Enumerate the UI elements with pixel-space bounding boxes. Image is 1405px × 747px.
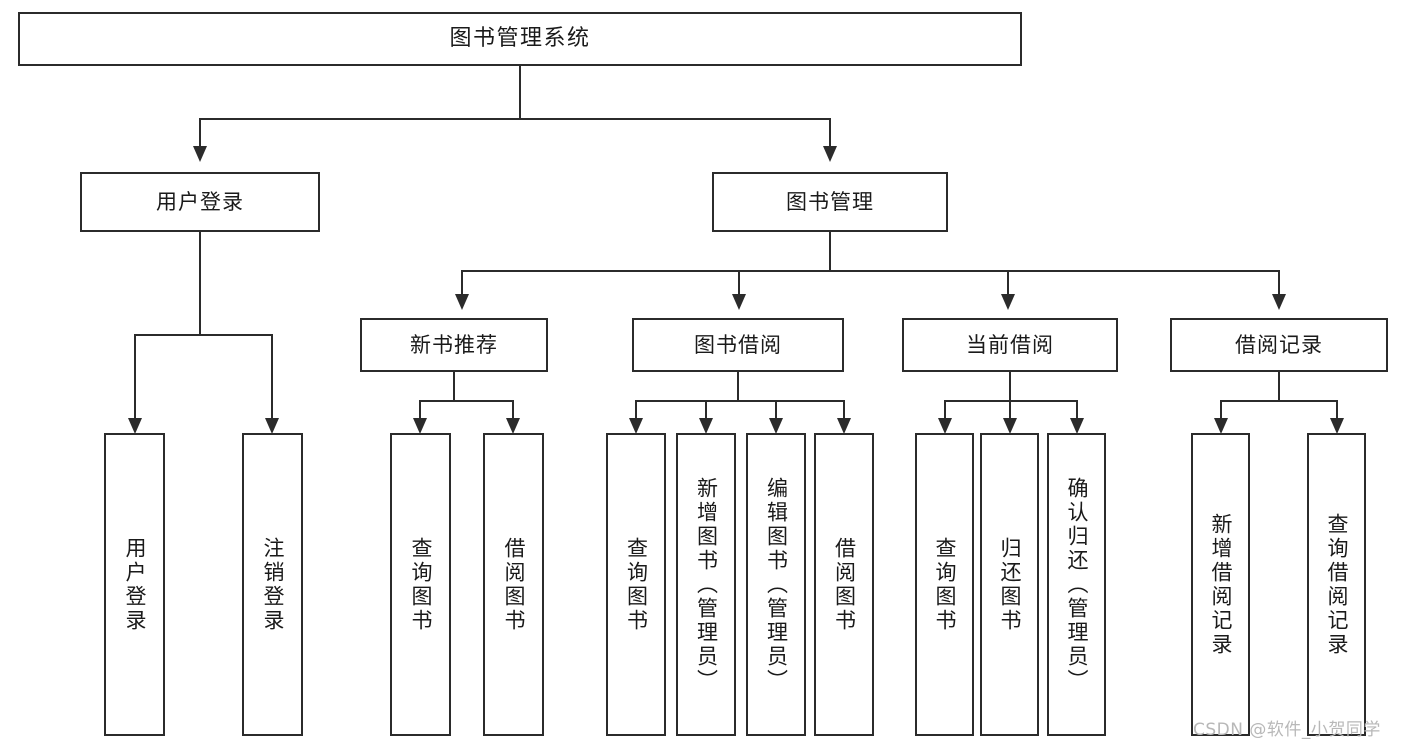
- leaf-borrow-edit-book[interactable]: 编辑图书（管理员）: [746, 433, 806, 736]
- connector-root-bar: [199, 118, 831, 120]
- node-label: 归还图书: [998, 536, 1022, 633]
- connector-bookmgmt-stem: [829, 232, 831, 272]
- node-label: 图书借阅: [694, 332, 782, 357]
- connector-current-drop-2: [1009, 400, 1011, 420]
- arrow-borrow-leaf-3: [769, 418, 783, 434]
- node-borrow-record[interactable]: 借阅记录: [1170, 318, 1388, 372]
- connector-bookmgmt-drop-3: [1007, 270, 1009, 296]
- node-book-borrow[interactable]: 图书借阅: [632, 318, 844, 372]
- connector-borrow-drop-4: [843, 400, 845, 420]
- leaf-borrow-query-book[interactable]: 查询图书: [606, 433, 666, 736]
- arrow-borrow-leaf-2: [699, 418, 713, 434]
- arrow-root-to-login: [193, 146, 207, 162]
- leaf-record-add-record[interactable]: 新增借阅记录: [1191, 433, 1250, 736]
- connector-current-drop-3: [1076, 400, 1078, 420]
- leaf-current-return-book[interactable]: 归还图书: [980, 433, 1039, 736]
- leaf-current-query-book[interactable]: 查询图书: [915, 433, 974, 736]
- connector-login-drop-1: [134, 334, 136, 420]
- watermark-text: CSDN @软件_小贺同学: [1193, 720, 1381, 740]
- connector-current-bar: [944, 400, 1078, 402]
- connector-current-stem: [1009, 372, 1011, 402]
- arrow-record-leaf-1: [1214, 418, 1228, 434]
- connector-recommend-bar: [419, 400, 514, 402]
- connector-root-to-login: [199, 118, 201, 148]
- connector-record-bar: [1220, 400, 1338, 402]
- connector-current-drop-1: [944, 400, 946, 420]
- connector-record-drop-1: [1220, 400, 1222, 420]
- arrow-bookmgmt-child-2: [732, 294, 746, 310]
- connector-borrow-drop-1: [635, 400, 637, 420]
- leaf-record-query-record[interactable]: 查询借阅记录: [1307, 433, 1366, 736]
- node-label: 用户登录: [156, 189, 244, 214]
- connector-borrow-drop-2: [705, 400, 707, 420]
- connector-bookmgmt-bar: [461, 270, 1280, 272]
- arrow-bookmgmt-child-1: [455, 294, 469, 310]
- connector-root-to-bookmgmt: [829, 118, 831, 148]
- leaf-borrow-add-book[interactable]: 新增图书（管理员）: [676, 433, 736, 736]
- node-label: 借阅图书: [502, 536, 526, 633]
- leaf-logout[interactable]: 注销登录: [242, 433, 303, 736]
- arrow-bookmgmt-child-3: [1001, 294, 1015, 310]
- node-label: 用户登录: [123, 536, 147, 633]
- connector-root-stem: [519, 66, 521, 118]
- connector-bookmgmt-drop-1: [461, 270, 463, 296]
- node-label: 确认归还（管理员）: [1065, 476, 1089, 693]
- node-user-login[interactable]: 用户登录: [80, 172, 320, 232]
- arrow-borrow-leaf-1: [629, 418, 643, 434]
- node-label: 新增图书（管理员）: [694, 476, 719, 693]
- arrow-root-to-bookmgmt: [823, 146, 837, 162]
- arrow-recommend-leaf-2: [506, 418, 520, 434]
- node-book-management[interactable]: 图书管理: [712, 172, 948, 232]
- leaf-recommend-borrow-book[interactable]: 借阅图书: [483, 433, 544, 736]
- arrow-login-leaf-2: [265, 418, 279, 434]
- leaf-borrow-borrow-book[interactable]: 借阅图书: [814, 433, 874, 736]
- connector-bookmgmt-drop-2: [738, 270, 740, 296]
- connector-record-stem: [1278, 372, 1280, 402]
- node-label: 借阅图书: [832, 536, 857, 633]
- arrow-current-leaf-3: [1070, 418, 1084, 434]
- leaf-recommend-query-book[interactable]: 查询图书: [390, 433, 451, 736]
- node-new-book-recommend[interactable]: 新书推荐: [360, 318, 548, 372]
- connector-borrow-bar: [635, 400, 845, 402]
- connector-record-drop-2: [1336, 400, 1338, 420]
- node-label: 新书推荐: [410, 332, 498, 357]
- node-label: 借阅记录: [1235, 332, 1323, 357]
- node-label: 查询借阅记录: [1325, 512, 1349, 657]
- connector-borrow-drop-3: [775, 400, 777, 420]
- connector-borrow-stem: [737, 372, 739, 402]
- leaf-current-confirm-return[interactable]: 确认归还（管理员）: [1047, 433, 1106, 736]
- node-label: 当前借阅: [966, 332, 1054, 357]
- arrow-current-leaf-2: [1003, 418, 1017, 434]
- connector-login-bar: [134, 334, 272, 336]
- node-label: 图书管理: [786, 189, 874, 214]
- leaf-user-login[interactable]: 用户登录: [104, 433, 165, 736]
- connector-recommend-drop-1: [419, 400, 421, 420]
- node-label: 注销登录: [261, 536, 285, 633]
- arrow-record-leaf-2: [1330, 418, 1344, 434]
- node-current-borrow[interactable]: 当前借阅: [902, 318, 1118, 372]
- node-label: 新增借阅记录: [1209, 512, 1233, 657]
- arrow-login-leaf-1: [128, 418, 142, 434]
- node-label: 查询图书: [409, 536, 433, 633]
- node-label: 编辑图书（管理员）: [764, 476, 789, 693]
- connector-login-drop-2: [271, 334, 273, 420]
- arrow-recommend-leaf-1: [413, 418, 427, 434]
- connector-login-stem: [199, 232, 201, 334]
- connector-recommend-stem: [453, 372, 455, 402]
- node-label: 查询图书: [933, 536, 957, 633]
- node-root-system[interactable]: 图书管理系统: [18, 12, 1022, 66]
- connector-recommend-drop-2: [512, 400, 514, 420]
- arrow-bookmgmt-child-4: [1272, 294, 1286, 310]
- arrow-borrow-leaf-4: [837, 418, 851, 434]
- node-label: 图书管理系统: [449, 26, 591, 52]
- arrow-current-leaf-1: [938, 418, 952, 434]
- connector-bookmgmt-drop-4: [1278, 270, 1280, 296]
- node-label: 查询图书: [624, 536, 649, 633]
